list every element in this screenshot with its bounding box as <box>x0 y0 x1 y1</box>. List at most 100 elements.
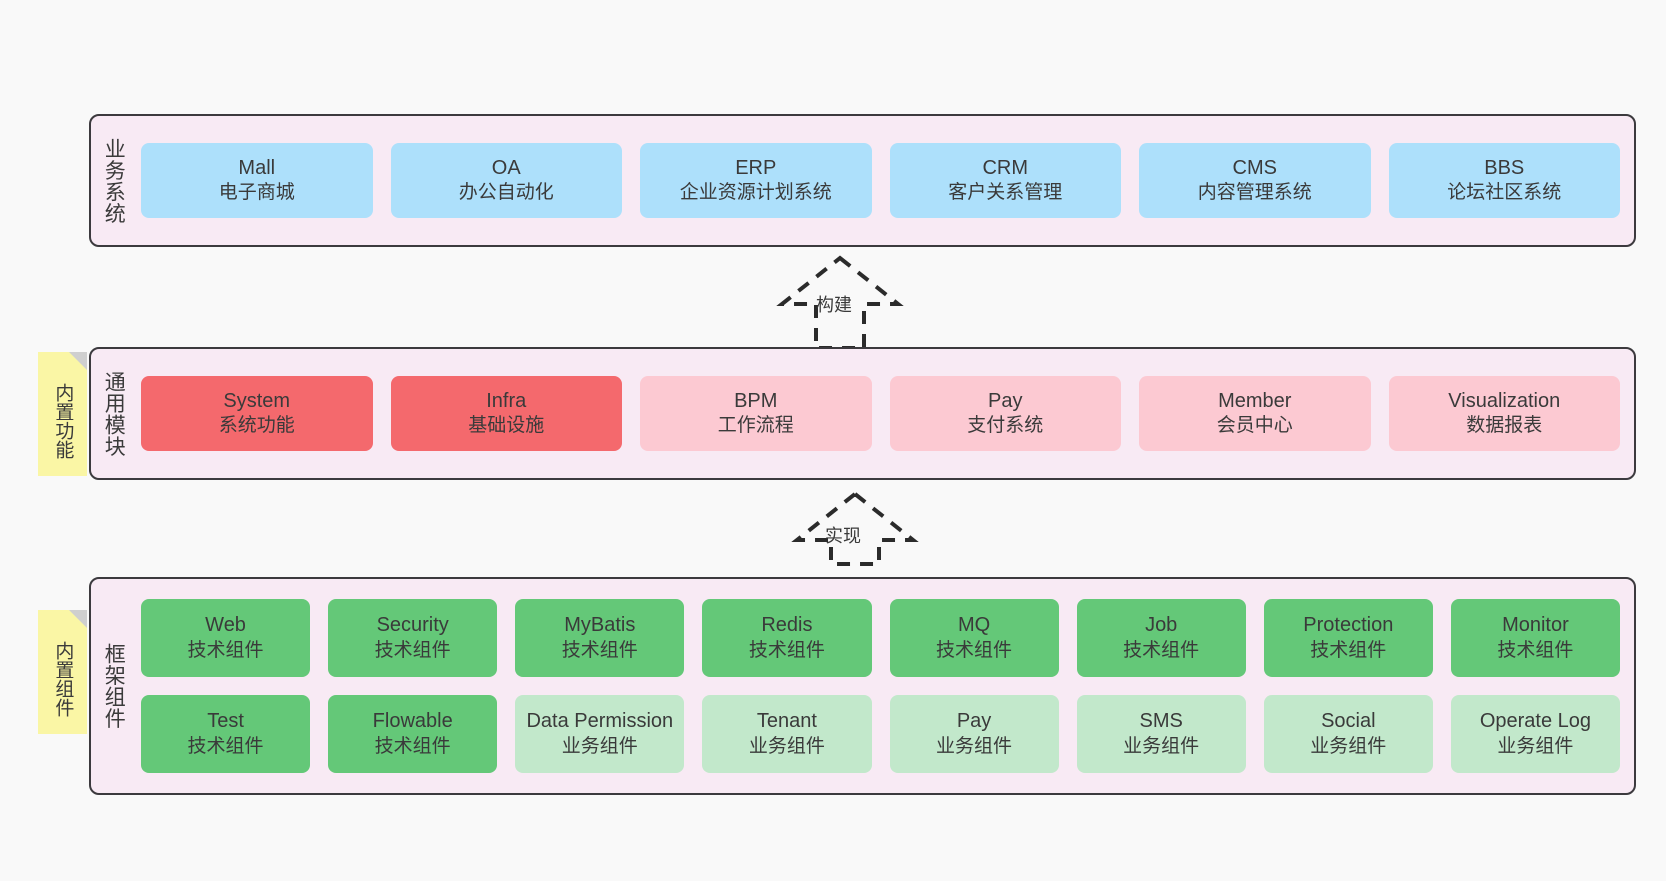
card-subtitle: 业务组件 <box>561 735 638 757</box>
card-sms[interactable]: SMS 业务组件 <box>1076 695 1246 773</box>
card-subtitle: 技术组件 <box>1497 639 1574 661</box>
card-title: MQ <box>957 614 991 637</box>
card-protection[interactable]: Protection 技术组件 <box>1263 599 1433 677</box>
card-job[interactable]: Job 技术组件 <box>1076 599 1246 677</box>
card-title: Infra <box>486 389 527 412</box>
card-subtitle: 技术组件 <box>561 639 638 661</box>
note-builtin-function: 内置功能 <box>38 352 87 476</box>
card-subtitle: 基础设施 <box>468 415 545 437</box>
layer-body-framework-component: Web 技术组件 Security 技术组件 MyBatis 技术组件 Redi… <box>135 579 1634 793</box>
card-mall[interactable]: Mall 电子商城 <box>141 143 373 218</box>
card-mybatis[interactable]: MyBatis 技术组件 <box>515 599 685 677</box>
card-subtitle: 技术组件 <box>748 639 825 661</box>
card-bbs[interactable]: BBS 论坛社区系统 <box>1388 143 1620 218</box>
card-operate-log[interactable]: Operate Log 业务组件 <box>1450 695 1620 773</box>
card-title: Visualization <box>1448 389 1561 412</box>
layer-body-common-module: System 系统功能 Infra 基础设施 BPM 工作流程 Pay 支付系统… <box>135 349 1634 478</box>
card-title: Member <box>1218 389 1292 412</box>
card-subtitle: 系统功能 <box>218 415 295 437</box>
card-title: MyBatis <box>564 614 636 637</box>
card-test[interactable]: Test 技术组件 <box>141 695 311 773</box>
card-title: Tenant <box>756 710 817 733</box>
connector-implement: 实现 <box>765 486 945 566</box>
card-cms[interactable]: CMS 内容管理系统 <box>1139 143 1371 218</box>
card-mq[interactable]: MQ 技术组件 <box>889 599 1059 677</box>
card-title: Pay <box>956 710 992 733</box>
card-row: Web 技术组件 Security 技术组件 MyBatis 技术组件 Redi… <box>141 599 1620 677</box>
card-subtitle: 技术组件 <box>1123 639 1200 661</box>
card-subtitle: 办公自动化 <box>458 182 554 204</box>
card-subtitle: 会员中心 <box>1216 415 1293 437</box>
card-subtitle: 业务组件 <box>936 735 1013 757</box>
card-subtitle: 技术组件 <box>374 735 451 757</box>
card-subtitle: 工作流程 <box>717 415 794 437</box>
card-subtitle: 客户关系管理 <box>948 182 1063 204</box>
card-subtitle: 业务组件 <box>1310 735 1387 757</box>
card-data-permission[interactable]: Data Permission 业务组件 <box>515 695 685 773</box>
dashed-arrow-up-icon <box>791 491 919 566</box>
card-subtitle: 技术组件 <box>374 639 451 661</box>
card-row: Test 技术组件 Flowable 技术组件 Data Permission … <box>141 695 1620 773</box>
card-title: Mall <box>238 156 276 179</box>
card-title: Data Permission <box>526 710 674 733</box>
card-subtitle: 内容管理系统 <box>1197 182 1312 204</box>
card-subtitle: 数据报表 <box>1466 415 1543 437</box>
card-pay[interactable]: Pay 支付系统 <box>889 376 1121 451</box>
card-crm[interactable]: CRM 客户关系管理 <box>889 143 1121 218</box>
card-subtitle: 企业资源计划系统 <box>679 182 832 204</box>
card-title: Social <box>1321 710 1376 733</box>
card-bpm[interactable]: BPM 工作流程 <box>640 376 872 451</box>
card-title: Pay <box>988 389 1023 412</box>
connector-build: 构建 <box>750 250 930 350</box>
card-infra[interactable]: Infra 基础设施 <box>390 376 622 451</box>
card-title: OA <box>491 156 521 179</box>
card-erp[interactable]: ERP 企业资源计划系统 <box>640 143 872 218</box>
card-subtitle: 业务组件 <box>1123 735 1200 757</box>
layer-title-common-module: 通用模块 <box>102 370 126 457</box>
card-title: CMS <box>1232 156 1277 179</box>
card-redis[interactable]: Redis 技术组件 <box>702 599 872 677</box>
note-builtin-component: 内置组件 <box>38 610 87 734</box>
card-title: CRM <box>982 156 1029 179</box>
card-subtitle: 论坛社区系统 <box>1447 182 1562 204</box>
card-social[interactable]: Social 业务组件 <box>1263 695 1433 773</box>
card-web[interactable]: Web 技术组件 <box>141 599 311 677</box>
card-subtitle: 业务组件 <box>748 735 825 757</box>
card-flowable[interactable]: Flowable 技术组件 <box>328 695 498 773</box>
card-title: Test <box>207 710 244 733</box>
layer-common-module: 通用模块 System 系统功能 Infra 基础设施 BPM 工作流程 Pay… <box>89 347 1636 480</box>
card-title: Flowable <box>372 710 453 733</box>
card-title: ERP <box>735 156 777 179</box>
card-title: Security <box>376 614 449 637</box>
card-row: System 系统功能 Infra 基础设施 BPM 工作流程 Pay 支付系统… <box>141 376 1620 451</box>
card-subtitle: 业务组件 <box>1497 735 1574 757</box>
card-subtitle: 技术组件 <box>187 735 264 757</box>
card-title: Protection <box>1303 614 1394 637</box>
card-tenant[interactable]: Tenant 业务组件 <box>702 695 872 773</box>
card-subtitle: 支付系统 <box>967 415 1044 437</box>
card-subtitle: 技术组件 <box>1310 639 1387 661</box>
card-member[interactable]: Member 会员中心 <box>1139 376 1371 451</box>
connector-label: 实现 <box>825 526 861 546</box>
card-visualization[interactable]: Visualization 数据报表 <box>1388 376 1620 451</box>
card-subtitle: 电子商城 <box>218 182 295 204</box>
card-row: Mall 电子商城 OA 办公自动化 ERP 企业资源计划系统 CRM 客户关系… <box>141 143 1620 218</box>
card-monitor[interactable]: Monitor 技术组件 <box>1450 599 1620 677</box>
card-title: SMS <box>1139 710 1183 733</box>
card-subtitle: 技术组件 <box>936 639 1013 661</box>
card-title: Web <box>205 614 246 637</box>
dashed-arrow-up-icon <box>776 255 904 350</box>
card-title: Operate Log <box>1479 710 1592 733</box>
connector-label: 构建 <box>816 295 852 315</box>
card-subtitle: 技术组件 <box>187 639 264 661</box>
layer-business-system: 业务系统 Mall 电子商城 OA 办公自动化 ERP 企业资源计划系统 CRM… <box>89 114 1636 247</box>
card-pay-business[interactable]: Pay 业务组件 <box>889 695 1059 773</box>
card-title: BPM <box>734 389 778 412</box>
card-oa[interactable]: OA 办公自动化 <box>390 143 622 218</box>
layer-framework-component: 框架组件 Web 技术组件 Security 技术组件 MyBatis 技术组件… <box>89 577 1636 795</box>
layer-title-business-system: 业务系统 <box>102 137 126 224</box>
card-system[interactable]: System 系统功能 <box>141 376 373 451</box>
card-security[interactable]: Security 技术组件 <box>328 599 498 677</box>
layer-title-framework-component: 框架组件 <box>102 643 126 729</box>
